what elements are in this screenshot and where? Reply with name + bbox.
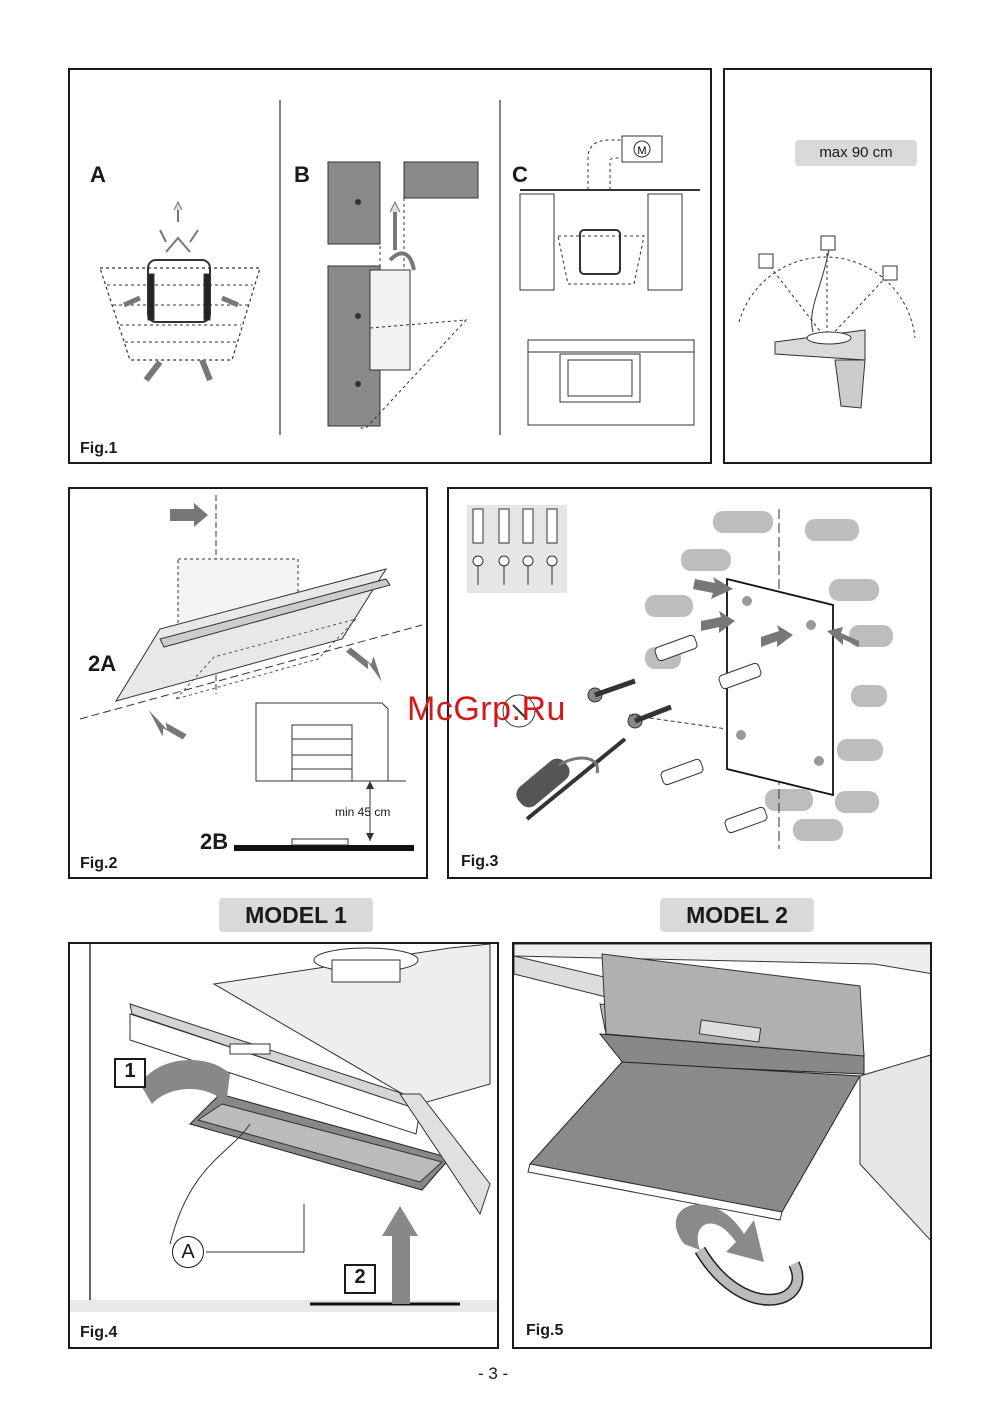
- fig2-subfigure-2a-label: 2A: [88, 651, 117, 676]
- fig2-caption: Fig.2: [80, 855, 118, 872]
- watermark: McGrp.Ru: [407, 690, 566, 728]
- fig1-option-b-label: B: [294, 162, 310, 187]
- model-2-heading: MODEL 2: [660, 898, 814, 932]
- fig1-option-c-drawing: [519, 135, 700, 426]
- fig4-panel: 1 2 A Fig.4: [68, 942, 499, 1349]
- part-a-marker: A: [172, 1236, 204, 1268]
- fig1-panel: M A B C Fig.1: [68, 68, 712, 464]
- fig5-drawing: [514, 944, 930, 1306]
- fig1-drawing: M: [99, 100, 700, 435]
- motor-symbol: M: [637, 145, 646, 157]
- max-distance-label: max 90 cm: [795, 140, 917, 166]
- fig2-drawing: [79, 495, 423, 851]
- fig2-panel: 2A 2B min 45 cm Fig.2: [68, 487, 428, 879]
- fig4-drawing: [70, 944, 497, 1312]
- fig1-option-b-drawing: [327, 161, 479, 429]
- step-2-badge: 2: [344, 1264, 376, 1294]
- step-1-badge: 1: [114, 1058, 146, 1088]
- model-1-heading: MODEL 1: [219, 898, 373, 932]
- fig2-subfigure-2b-label: 2B: [200, 829, 229, 854]
- fig4-caption: Fig.4: [80, 1324, 118, 1341]
- fig1-option-c-label: C: [512, 162, 528, 187]
- fig3-caption: Fig.3: [461, 853, 499, 870]
- fig1-option-a-drawing: [99, 200, 261, 382]
- fig3-drawing: [467, 505, 893, 849]
- fig5-panel: Fig.5: [512, 942, 932, 1349]
- min-distance-label: min 45 cm: [335, 805, 391, 819]
- fig1-option-a-label: A: [90, 162, 106, 187]
- fig1-caption: Fig.1: [80, 440, 118, 457]
- outlet-position-drawing: [738, 235, 916, 409]
- fig1-electrical-panel: max 90 cm: [723, 68, 932, 464]
- fig5-caption: Fig.5: [526, 1322, 564, 1339]
- page-number: - 3 -: [478, 1364, 509, 1383]
- fig3-panel: Fig.3: [447, 487, 932, 879]
